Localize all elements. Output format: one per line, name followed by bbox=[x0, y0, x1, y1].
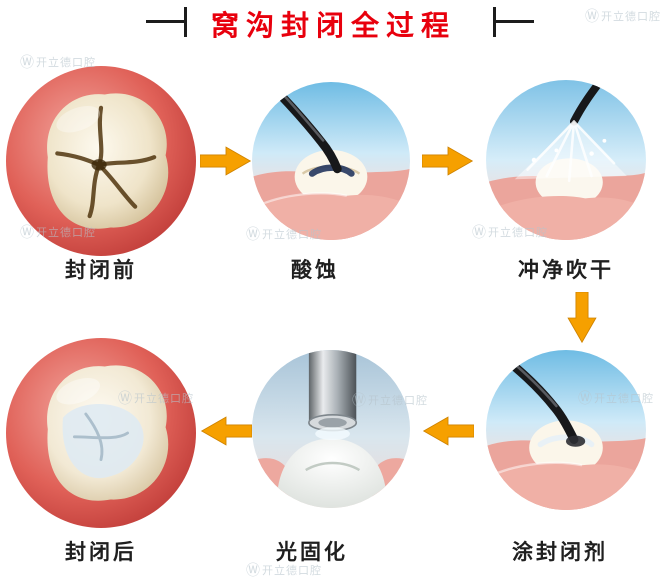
step-photo-before bbox=[6, 66, 196, 256]
step-label-light-cure: 光固化 bbox=[276, 541, 348, 564]
page-title: 窝沟封闭全过程 bbox=[210, 10, 456, 41]
watermark-logo-icon: Ⓦ bbox=[246, 562, 260, 578]
step-photo-after bbox=[6, 338, 196, 528]
title-rule-right bbox=[496, 20, 534, 23]
down-arrow-icon bbox=[567, 292, 597, 344]
right-arrow-icon bbox=[200, 146, 252, 176]
right-arrow-icon bbox=[422, 146, 474, 176]
arrow-etch-to-rinse bbox=[422, 144, 474, 178]
apply-sealant-illustration bbox=[486, 350, 646, 510]
light-cure-illustration bbox=[252, 350, 410, 508]
title-tick-right bbox=[493, 7, 496, 37]
rinse-dry-illustration bbox=[486, 80, 646, 240]
step-label-etch: 酸蚀 bbox=[291, 259, 339, 282]
arrow-rinse-to-apply bbox=[564, 292, 600, 344]
tooth-before-illustration bbox=[6, 66, 196, 256]
step-label-rinse-dry: 冲净吹干 bbox=[518, 259, 614, 282]
title-tick-left bbox=[184, 7, 187, 37]
step-label-before: 封闭前 bbox=[65, 259, 137, 282]
title-rule-left bbox=[146, 20, 184, 23]
watermark-logo-icon: Ⓦ bbox=[246, 226, 260, 242]
watermark-logo-icon: Ⓦ bbox=[20, 54, 34, 70]
left-arrow-icon bbox=[200, 416, 252, 446]
tooth-after-illustration bbox=[6, 338, 196, 528]
left-arrow-icon bbox=[422, 416, 474, 446]
watermark-logo-icon: Ⓦ bbox=[472, 224, 486, 240]
step-label-apply-sealant: 涂封闭剂 bbox=[512, 541, 608, 564]
step-photo-light-cure bbox=[252, 350, 410, 508]
step-label-after: 封闭后 bbox=[65, 541, 137, 564]
step-photo-etch bbox=[252, 82, 410, 240]
arrow-apply-to-cure bbox=[422, 414, 474, 448]
step-photo-apply-sealant bbox=[486, 350, 646, 510]
step-photo-rinse-dry bbox=[486, 80, 646, 240]
arrow-cure-to-after bbox=[200, 414, 252, 448]
etch-illustration bbox=[252, 82, 410, 240]
arrow-before-to-etch bbox=[200, 144, 252, 178]
